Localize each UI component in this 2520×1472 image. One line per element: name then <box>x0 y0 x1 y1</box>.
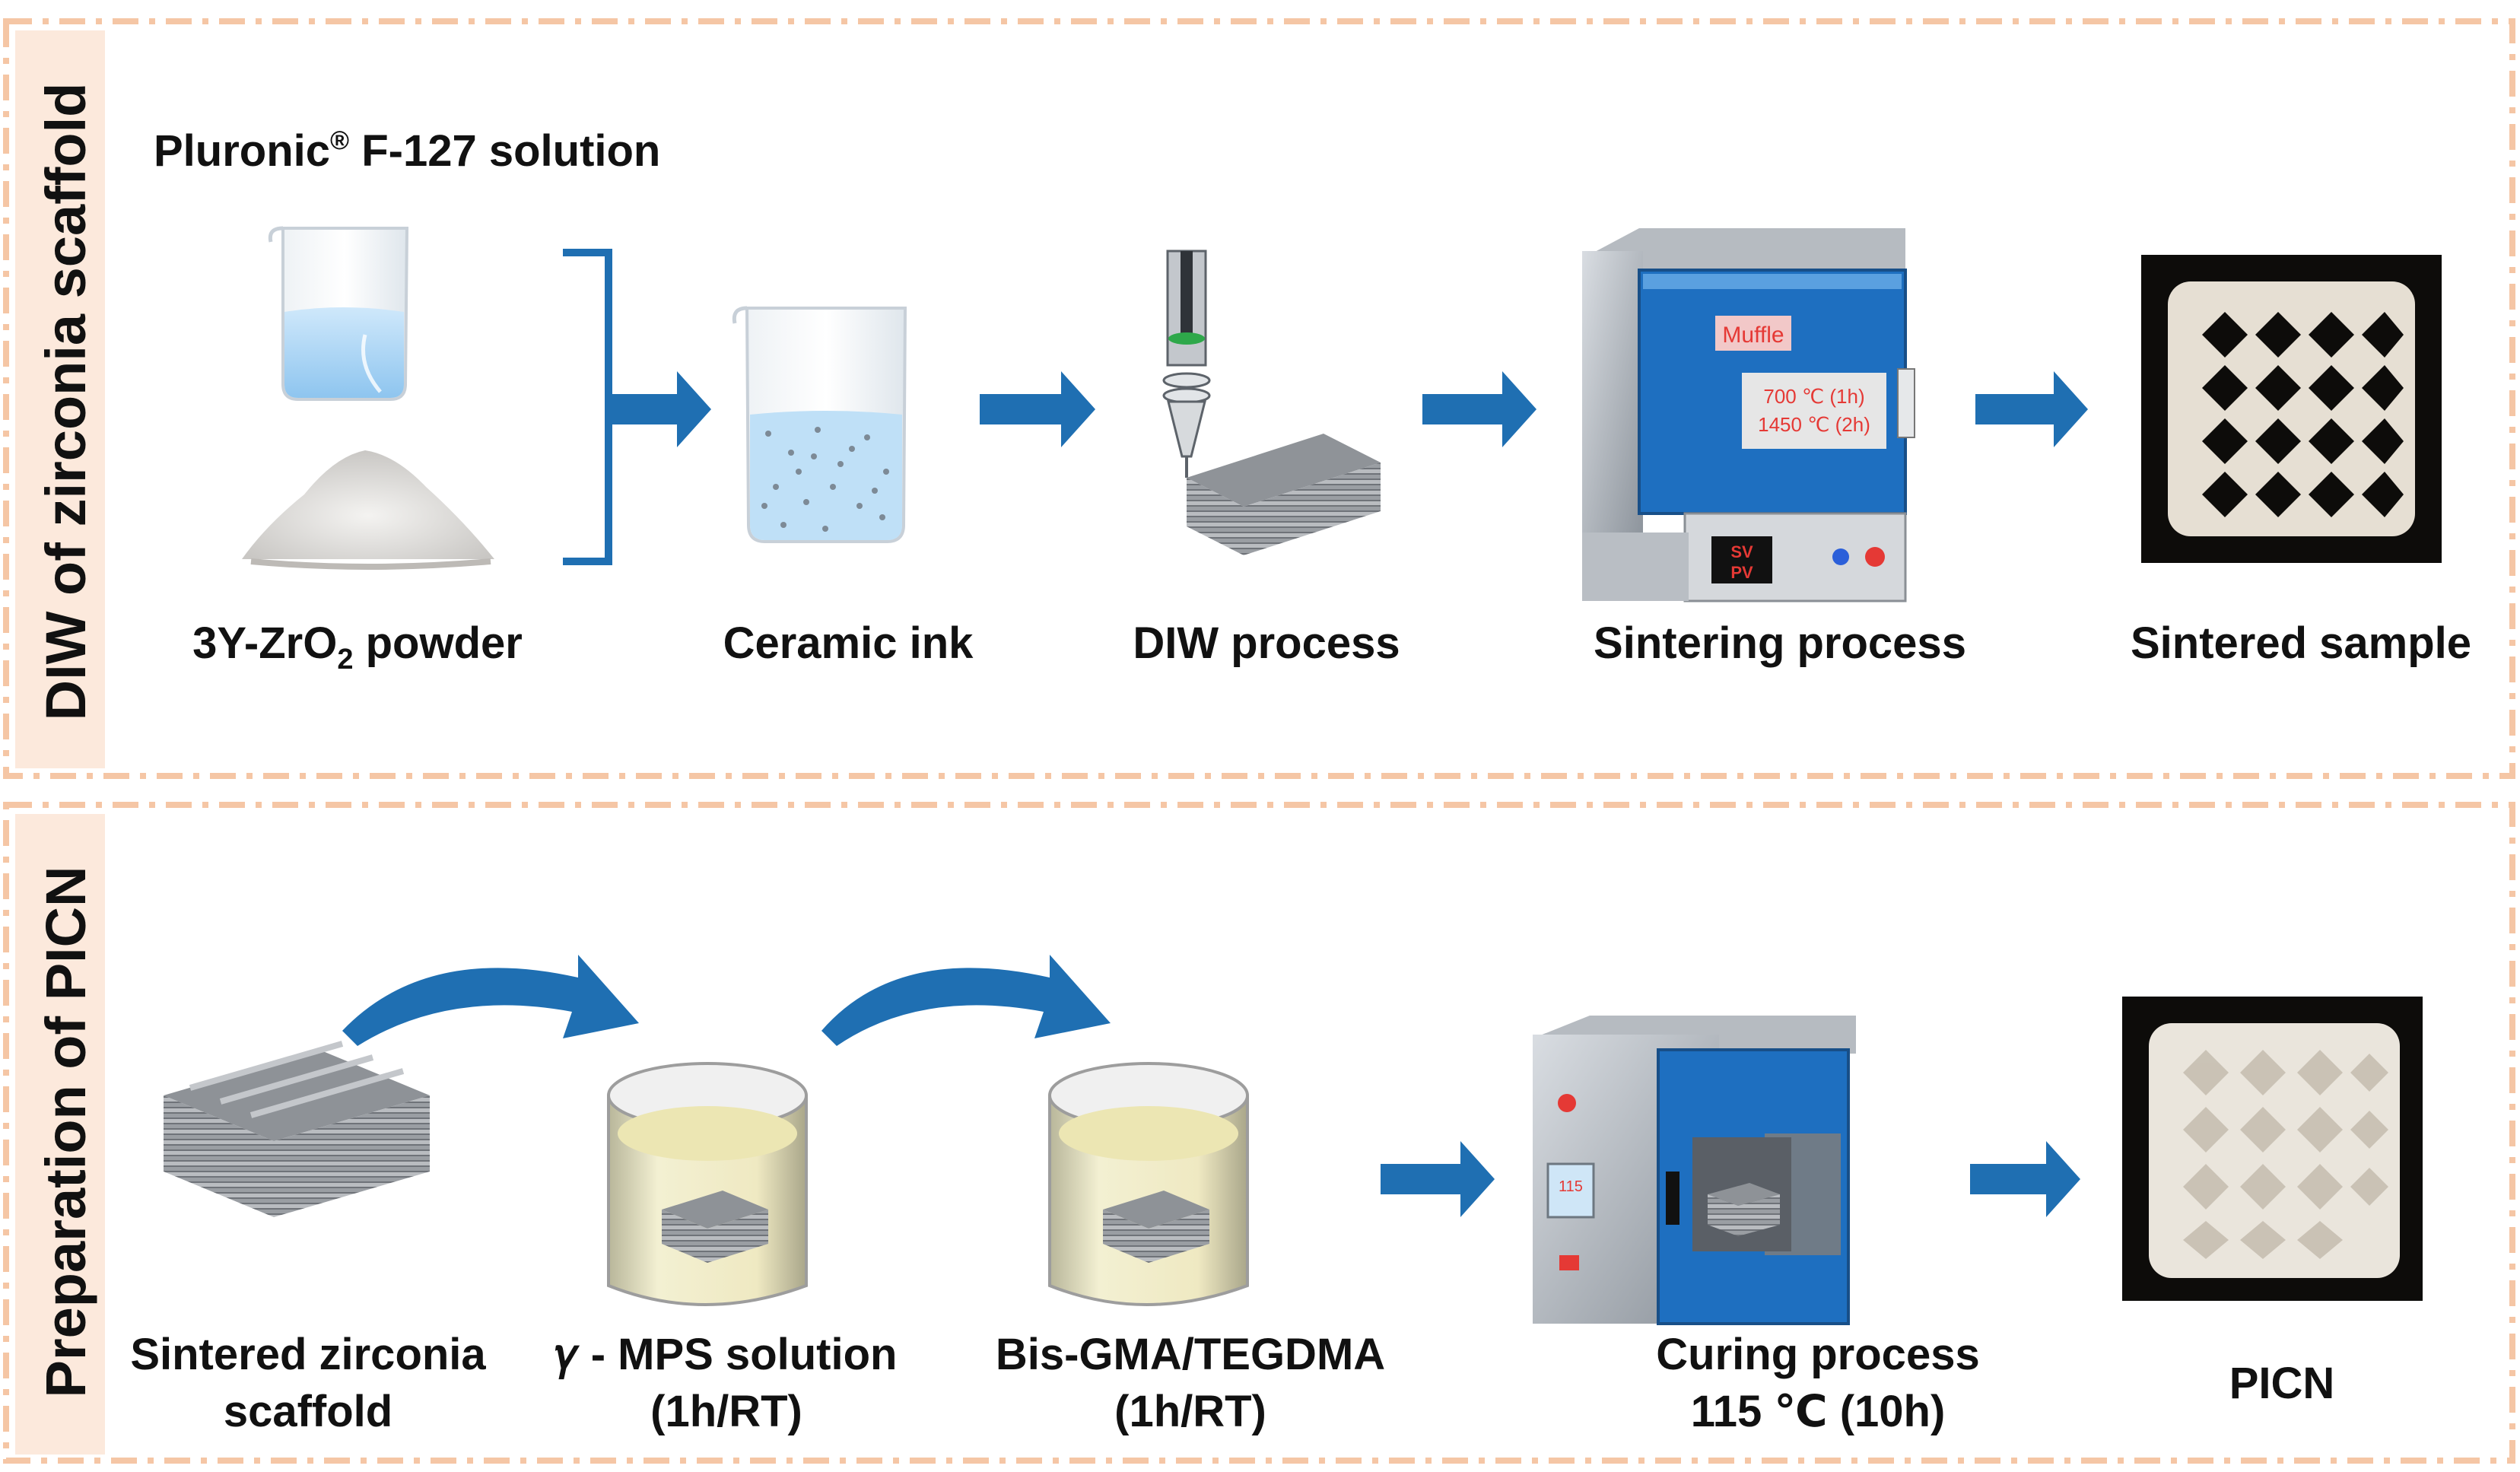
furnace-blue-knob-icon <box>1832 548 1849 565</box>
curing-oven-icon: 115 <box>1533 1016 1856 1325</box>
beaker-icon <box>268 226 409 401</box>
sintering-process-label: Sintering process <box>1594 618 1966 668</box>
scaffold-label-line-1: Sintered zirconia <box>130 1330 486 1379</box>
curing-label-line-2: 115 ℃ (10h) <box>1691 1387 1946 1436</box>
sintered-sample-photo <box>2141 255 2442 563</box>
bottom-panel-frame <box>3 802 2515 1464</box>
sintered-sample-label: Sintered sample <box>2131 618 2471 668</box>
oven-display-value: 115 <box>1559 1178 1583 1195</box>
muffle-furnace-icon: Muffle 700 ℃ (1h) 1450 ℃ (2h) SV PV <box>1582 228 1915 602</box>
syringe-nozzle-icon <box>1162 250 1211 478</box>
solution-label: Pluronic® F-127 solution <box>154 126 660 176</box>
curved-arrow-icon <box>342 955 1111 1046</box>
furnace-display-sv: SV <box>1730 542 1753 561</box>
powder-pile-icon <box>242 450 494 570</box>
furnace-red-knob-icon <box>1865 547 1885 567</box>
solution-jar-icon <box>607 1062 808 1306</box>
furnace-temp-line-1: 700 ℃ (1h) <box>1763 385 1864 408</box>
mps-label-line-1: 𝛾 - MPS solution <box>555 1330 898 1380</box>
solution-jar-icon <box>1048 1062 1249 1306</box>
curing-label-line-1: Curing process <box>1656 1330 1979 1379</box>
arrow-right-icon <box>1381 1141 2080 1217</box>
diw-process-label: DIW process <box>1133 618 1400 668</box>
bottom-panel-side-label: Preparation of PICN <box>34 866 97 1398</box>
ceramic-ink-beaker-icon <box>732 306 907 543</box>
lattice-block-icon <box>1187 434 1381 555</box>
bracket-icon <box>563 249 612 565</box>
mps-label-line-2: (1h/RT) <box>650 1387 802 1436</box>
furnace-display-pv: PV <box>1730 563 1753 582</box>
arrow-right-icon <box>609 371 2088 447</box>
bisgma-label-line-2: (1h/RT) <box>1114 1387 1266 1436</box>
furnace-temp-line-2: 1450 ℃ (2h) <box>1758 413 1870 436</box>
bisgma-label-line-1: Bis-GMA/TEGDMA <box>996 1330 1385 1379</box>
zirconia-scaffold-icon <box>164 1041 430 1217</box>
picn-sample-photo <box>2122 997 2423 1301</box>
powder-label: 3Y-ZrO2 powder <box>192 618 523 676</box>
ceramic-ink-label: Ceramic ink <box>723 618 974 668</box>
top-panel-side-label: DIW of zirconia scaffold <box>34 83 97 721</box>
furnace-brand-label: Muffle <box>1722 323 1784 348</box>
scaffold-label-line-2: scaffold <box>224 1387 392 1436</box>
top-panel-frame <box>3 18 2515 779</box>
picn-label: PICN <box>2229 1359 2335 1408</box>
